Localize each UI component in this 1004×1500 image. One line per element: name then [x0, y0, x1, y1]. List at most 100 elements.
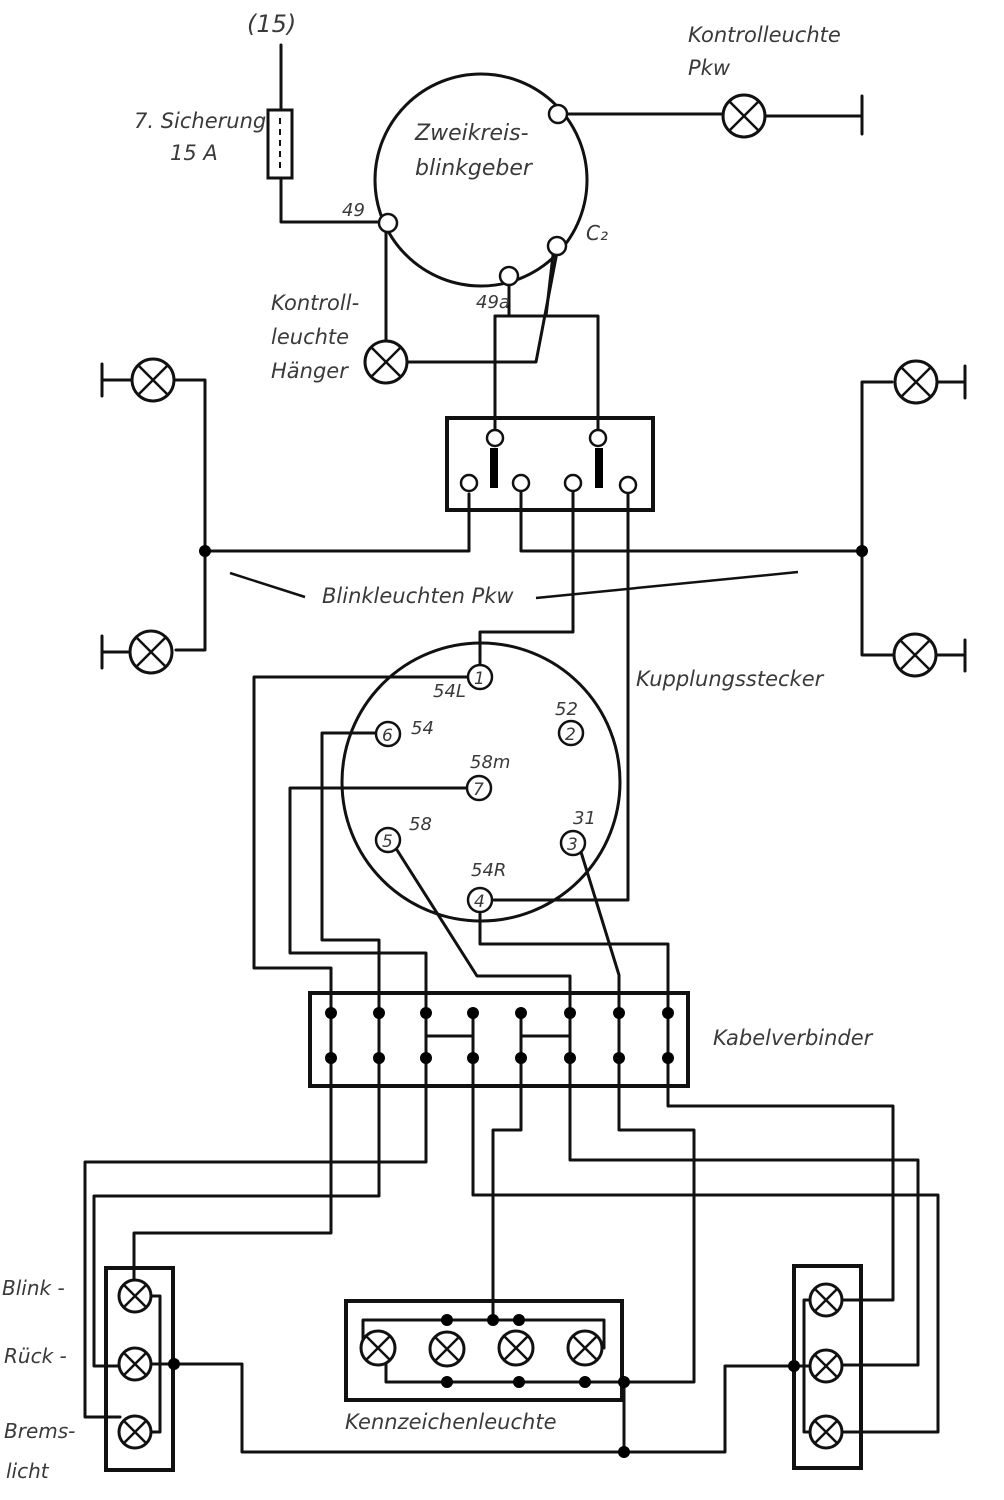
plug-pin-7: 7 58m [465, 752, 510, 802]
wires [83, 43, 967, 1454]
cable-connector [308, 991, 690, 1088]
right-rear-lamp-cluster [788, 1264, 863, 1470]
svg-text:54R: 54R [471, 860, 506, 881]
wire-right-indicator [860, 380, 894, 657]
plug-pin-4: 4 54R [466, 860, 506, 914]
plug-pin-3: 3 31 [559, 808, 596, 857]
jumper-col3-col4 [329, 1011, 670, 1060]
rear-brake-label-2: licht [6, 1459, 50, 1483]
pilot-trailer-label-3: Hänger [271, 359, 349, 383]
svg-text:2: 2 [565, 725, 576, 745]
pilot-trailer-label-2: leuchte [271, 325, 349, 349]
svg-text:54: 54 [411, 718, 434, 739]
svg-text:58: 58 [409, 814, 432, 835]
wire-out-331 [132, 1056, 333, 1284]
lamp-icon-plate-3 [497, 1329, 535, 1367]
wire-left-bus [203, 492, 471, 553]
terminal-49a [498, 265, 520, 287]
lamp-icon-right-tail [808, 1348, 844, 1384]
wire-pin3-to-connector [579, 850, 621, 1015]
terminal-49-label: 49 [342, 200, 365, 221]
lamp-icon-left-brake [117, 1414, 153, 1450]
lamp-icon-right-front [893, 359, 939, 405]
svg-text:3: 3 [567, 835, 578, 855]
car-indicators-label: Blinkleuchten Pkw [322, 584, 514, 608]
plate-light-label: Kennzeichenleuchte [345, 1410, 557, 1434]
lamp-icon-plate-1 [359, 1329, 397, 1367]
lamp-icon-left-tail [117, 1346, 153, 1382]
cable-connector-label: Kabelverbinder [713, 1026, 874, 1050]
wire-pin6-to-connector [320, 731, 381, 1015]
svg-text:1: 1 [474, 669, 485, 689]
flasher-label-1: Zweikreis- [414, 121, 529, 146]
fuse-label-1: 7. Sicherung [134, 109, 266, 133]
flasher-label-2: blinkgeber [415, 156, 534, 181]
svg-text:58m: 58m [470, 752, 510, 773]
wire-out-379 [92, 1056, 381, 1368]
lamp-icon-right-rear [892, 632, 938, 678]
rear-blink-label: Blink - [2, 1276, 65, 1300]
pilot-car-label-1: Kontrolleuchte [688, 23, 841, 47]
wire-left-front-indicator [173, 378, 207, 652]
wire-right-rear-ground [622, 1364, 806, 1454]
terminal-c2-label: C₂ [586, 221, 608, 245]
wire-left-rear-ground [158, 1362, 626, 1454]
wire-plate-bottom [384, 1362, 626, 1384]
lamp-icon-plate-2 [428, 1330, 466, 1368]
svg-text:7: 7 [473, 780, 484, 800]
svg-text:6: 6 [382, 726, 393, 746]
trailer-switch [445, 416, 655, 512]
flasher-unit: Zweikreis- blinkgeber 49 49a C₂ [342, 72, 608, 313]
lamp-icon-pilot-car [721, 93, 767, 139]
fuse-label-2: 15 A [170, 141, 218, 165]
wire-c2-to-switch [493, 253, 600, 432]
lamp-icon-left-front [130, 357, 176, 403]
svg-text:31: 31 [573, 808, 596, 829]
lamp-icon-pilot-trailer [363, 339, 409, 385]
terminal-c2 [546, 235, 568, 257]
wire-fuse-to-49 [279, 176, 388, 224]
left-rear-lamp-cluster [104, 1266, 180, 1472]
svg-text:54L: 54L [433, 681, 466, 702]
terminal-49 [377, 212, 399, 234]
wire-plate-top [361, 1318, 606, 1350]
plug-pin-2: 2 52 [555, 699, 585, 747]
pilot-car-label-2: Pkw [688, 56, 731, 80]
rear-tail-label: Rück - [4, 1344, 67, 1368]
coupling-plug: 1 54L 2 52 3 31 4 54R 5 58 6 54 [340, 641, 622, 923]
plate-light [344, 1299, 630, 1458]
svg-text:5: 5 [382, 832, 393, 852]
wire-switch-to-pin1 [478, 490, 575, 668]
circuit-15-label: (15) [247, 10, 296, 38]
lamp-icon-right-brake [808, 1414, 844, 1450]
plug-pin-5: 5 58 [374, 814, 432, 854]
leader-right [535, 570, 799, 600]
junction-left [199, 545, 211, 557]
junction-right [856, 545, 868, 557]
plug-pin-1: 1 54L [433, 663, 494, 702]
ground-icons-indicators [100, 362, 967, 673]
wire-pin7-to-connector [288, 786, 468, 1015]
wire-out-570 [568, 1056, 920, 1367]
wire-switch-to-pin4 [492, 492, 630, 902]
lamp-icon-plate-4 [566, 1329, 604, 1367]
wire-out-426 [83, 1056, 428, 1419]
terminal-49a-label: 49a [476, 292, 510, 313]
lamp-icon-right-blink [808, 1282, 844, 1318]
coupling-plug-label: Kupplungsstecker [636, 667, 825, 691]
rear-brake-label-1: Brems- [4, 1419, 75, 1443]
lamp-icon-left-rear [128, 629, 174, 675]
pilot-trailer-label-1: Kontroll- [271, 291, 359, 315]
wire-pin4-to-connector [478, 910, 670, 1015]
wire-out-521 [491, 1056, 523, 1322]
plug-pin-6: 6 54 [374, 718, 434, 748]
leader-left [229, 571, 306, 599]
svg-text:4: 4 [474, 892, 485, 912]
terminal-top [547, 103, 569, 125]
lamp-icon-left-blink [117, 1278, 153, 1314]
wire-out-668 [666, 1056, 895, 1302]
wire-out-473 [471, 1056, 940, 1434]
wire-pin1-to-connector [252, 675, 470, 1015]
wire-out-619 [617, 1056, 696, 1384]
